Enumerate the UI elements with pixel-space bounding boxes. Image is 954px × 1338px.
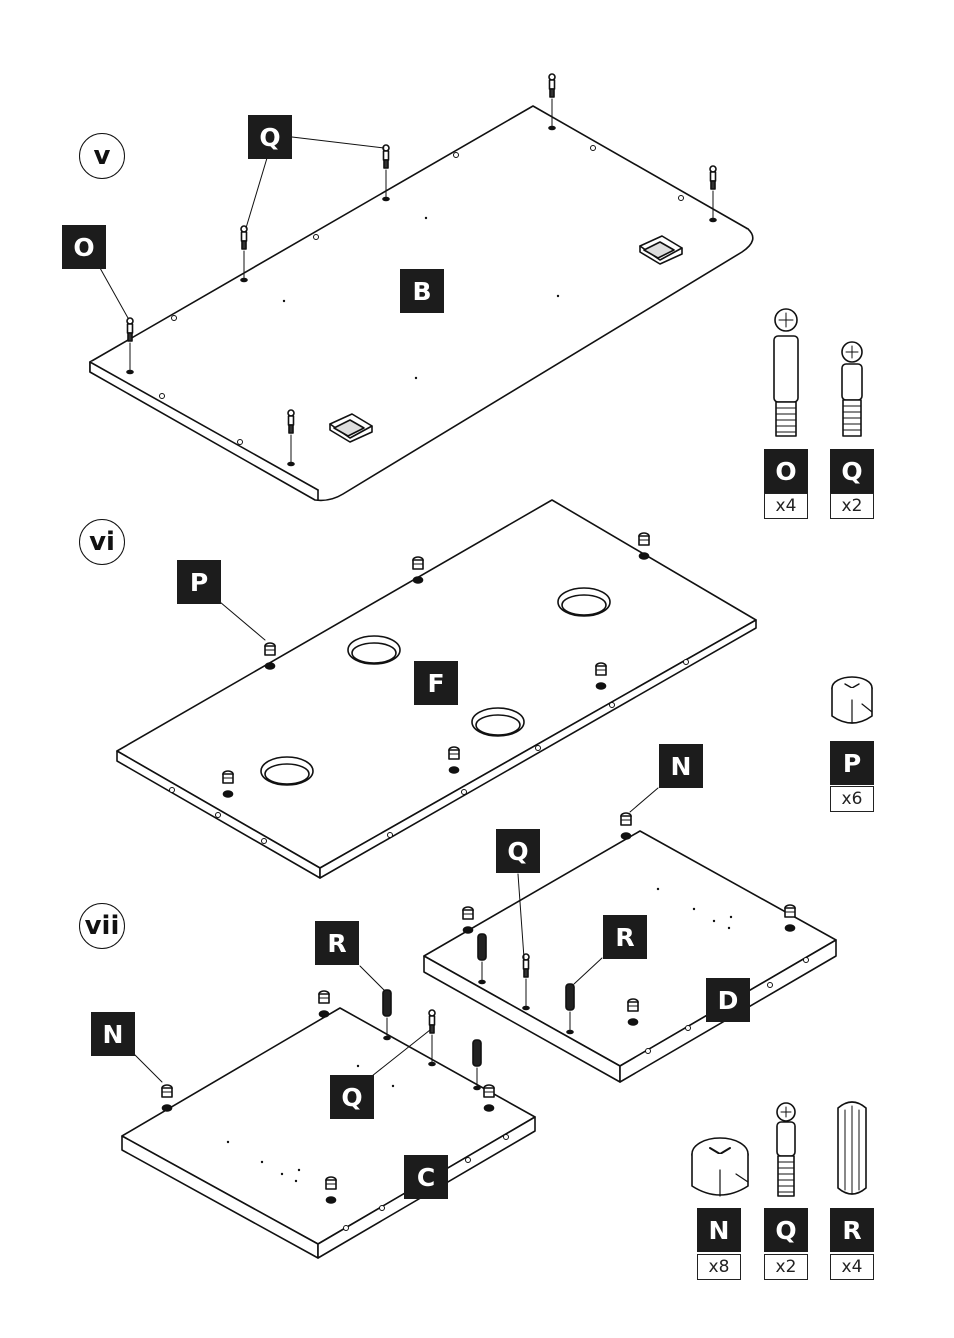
label-part-n-c: N xyxy=(91,1012,135,1056)
qty-part-q-bottom: x2 xyxy=(764,1254,808,1280)
cam-lock-p xyxy=(412,556,424,584)
label-part-o-key: O xyxy=(764,449,808,493)
qty-part-o: x4 xyxy=(764,493,808,519)
label-part-r-d: R xyxy=(603,915,647,959)
label-part-o: O xyxy=(62,225,106,269)
label-part-r-key: R xyxy=(830,1208,874,1252)
part-q-illustration xyxy=(841,341,863,437)
part-n-illustration xyxy=(691,1137,749,1197)
label-part-n-key: N xyxy=(697,1208,741,1252)
part-p-illustration xyxy=(831,676,873,724)
qty-part-r: x4 xyxy=(830,1254,874,1280)
label-part-p: P xyxy=(177,560,221,604)
cam-lock-n xyxy=(620,812,632,840)
screw-q xyxy=(428,1009,436,1067)
label-part-q-c: Q xyxy=(330,1075,374,1119)
qty-part-p: x6 xyxy=(830,786,874,812)
hinge-plate xyxy=(639,235,683,265)
cam-lock-n xyxy=(318,990,330,1018)
label-part-q-key-bottom: Q xyxy=(764,1208,808,1252)
hinge-plate xyxy=(329,413,373,443)
label-part-q: Q xyxy=(248,115,292,159)
dowel-r xyxy=(472,1039,482,1091)
part-r-illustration xyxy=(837,1101,867,1195)
step-marker-vii: vii xyxy=(79,903,125,949)
label-panel-f: F xyxy=(414,661,458,705)
cam-lock-p xyxy=(638,532,650,560)
cam-lock-p xyxy=(264,642,276,670)
cam-lock-n xyxy=(462,906,474,934)
label-part-q-key: Q xyxy=(830,449,874,493)
step-marker-vi: vi xyxy=(79,519,125,565)
part-q-illustration-bottom xyxy=(776,1102,796,1197)
cam-lock-n xyxy=(161,1084,173,1112)
label-part-n-d: N xyxy=(659,744,703,788)
label-panel-c: C xyxy=(404,1155,448,1199)
label-part-p-key: P xyxy=(830,741,874,785)
label-panel-b: B xyxy=(400,269,444,313)
label-panel-d: D xyxy=(706,978,750,1022)
label-part-q-d: Q xyxy=(496,829,540,873)
qty-part-q-top: x2 xyxy=(830,493,874,519)
step-marker-v: v xyxy=(79,133,125,179)
part-o-illustration xyxy=(773,308,799,437)
label-part-r-c: R xyxy=(315,921,359,965)
qty-part-n: x8 xyxy=(697,1254,741,1280)
